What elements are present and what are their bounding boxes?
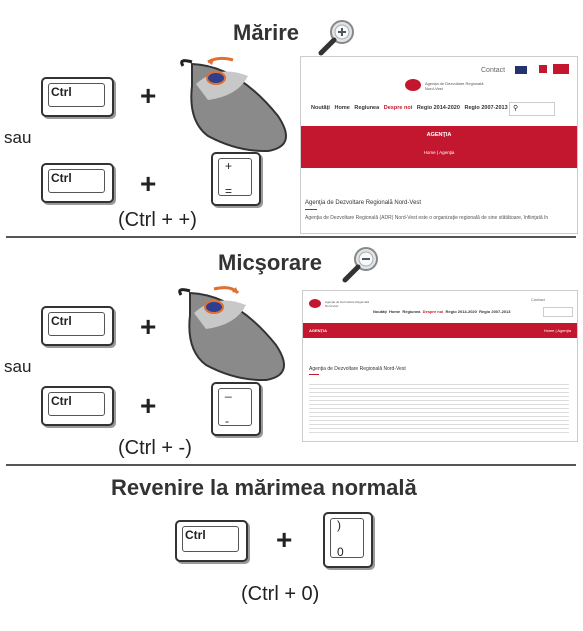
ctrl-key: Ctrl <box>175 520 248 562</box>
magnifier-minus-icon <box>340 243 382 290</box>
accessibility-icon <box>539 65 547 73</box>
shortcut-label: (Ctrl + 0) <box>241 583 320 605</box>
nav-item[interactable]: Regiunea <box>402 309 421 314</box>
plus-sign: + <box>276 524 293 555</box>
nav-item-active[interactable]: Despre noi <box>422 309 444 314</box>
or-label: sau <box>4 128 32 147</box>
or-label: sau <box>4 357 32 376</box>
plus-sign: + <box>140 311 157 342</box>
search-input[interactable] <box>509 102 555 116</box>
nav-item[interactable]: Regio 2007-2013 <box>479 309 511 314</box>
ctrl-key: Ctrl <box>41 163 114 203</box>
nav-item[interactable]: Regio 2007-2013 <box>464 105 508 111</box>
section-divider <box>6 464 576 466</box>
website-screenshot-small: Agenţia de Dezvoltare Regională Nord-Ves… <box>302 290 578 442</box>
zero-key: )0 <box>323 512 373 568</box>
nav-item[interactable]: Regio 2014-2020 <box>445 309 477 314</box>
shortcut-label: (Ctrl + +) <box>118 209 197 231</box>
nav-item[interactable]: Regio 2014-2020 <box>416 105 460 111</box>
uk-flag-icon <box>515 66 527 74</box>
reset-title: Revenire la mărimea normală <box>111 475 417 500</box>
page-banner: AGENŢIA Home | Agenţia <box>301 126 577 168</box>
ctrl-key: Ctrl <box>41 77 114 117</box>
mouse-scroll-up-icon <box>178 56 303 161</box>
org-name: Agenţia de Dezvoltare Regională Nord-Ves… <box>425 81 484 91</box>
main-nav: Noutăţi Home Regiunea Despre noi Regio 2… <box>373 309 510 314</box>
plus-sign: + <box>140 168 157 199</box>
website-screenshot-large: Contact Agenţia de Dezvoltare Regională … <box>300 56 578 234</box>
search-input[interactable] <box>543 307 573 317</box>
nav-item[interactable]: Home <box>389 309 401 314</box>
zoom-in-title: Mărire <box>233 20 300 45</box>
main-nav: Noutăţi Home Regiunea Despre noi Regio 2… <box>311 105 508 111</box>
heading-underline <box>305 209 317 210</box>
minus-key: _- <box>211 382 261 436</box>
article-text-lines <box>309 381 569 433</box>
nav-item[interactable]: Noutăţi <box>373 309 387 314</box>
magnifier-plus-icon <box>316 16 358 63</box>
section-divider <box>6 236 576 238</box>
ctrl-key: Ctrl <box>41 386 114 426</box>
search-icon: ⚲ <box>513 105 519 112</box>
org-name: Agenţia de Dezvoltare Regională Nord-Ves… <box>325 300 369 308</box>
contact-link: Contact <box>531 297 545 302</box>
zoom-out-title: Micşorare <box>218 250 322 275</box>
logo-icon <box>309 299 321 308</box>
nav-item[interactable]: Home <box>334 105 350 111</box>
plus-sign: + <box>140 80 157 111</box>
nav-item-active[interactable]: Despre noi <box>383 105 413 111</box>
article-heading: Agenţia de Dezvoltare Regională Nord-Ves… <box>309 366 406 372</box>
article-heading: Agenţia de Dezvoltare Regională Nord-Ves… <box>305 200 422 206</box>
nav-item[interactable]: Noutăţi <box>311 105 330 111</box>
plus-sign: + <box>140 390 157 421</box>
font-size-icon <box>553 64 569 74</box>
page-banner: AGENŢIA Home | Agenţia <box>303 323 577 338</box>
plus-key: += <box>211 152 261 206</box>
article-paragraph: Agenţia de Dezvoltare Regională (ADR) No… <box>305 215 549 221</box>
ctrl-key: Ctrl <box>41 306 114 346</box>
nav-item[interactable]: Regiunea <box>354 105 380 111</box>
shortcut-label: (Ctrl + -) <box>118 437 192 459</box>
logo-icon <box>405 79 421 91</box>
contact-link: Contact <box>481 67 506 74</box>
heading-underline <box>309 374 319 375</box>
mouse-scroll-down-icon <box>176 285 301 390</box>
